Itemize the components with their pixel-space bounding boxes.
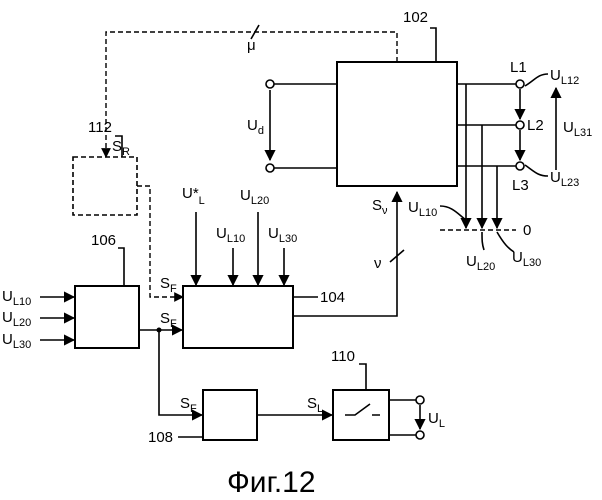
ul10-leader <box>440 206 466 220</box>
label-sr: SR <box>112 138 130 158</box>
terminal-l2 <box>516 121 524 129</box>
ul20-leader <box>482 232 484 250</box>
label-ud: Ud <box>247 117 264 137</box>
label-sf-solid: SF <box>160 310 177 330</box>
ul23-leader <box>525 165 548 176</box>
label-nu: ν <box>374 255 382 272</box>
label-102: 102 <box>403 9 428 26</box>
terminal-dc-top <box>266 80 274 88</box>
leader-110 <box>359 364 366 390</box>
label-ul30-right: UL30 <box>512 249 541 269</box>
label-zero: 0 <box>523 222 531 239</box>
terminal-l1 <box>516 80 524 88</box>
block-104 <box>183 286 293 348</box>
label-mu: μ <box>247 37 256 54</box>
label-ul23: UL23 <box>550 169 579 189</box>
figure-caption: Фиг.12 <box>227 466 316 499</box>
label-ul20-right: UL20 <box>466 253 495 273</box>
label-sl: SL <box>307 395 323 415</box>
leader-106 <box>118 248 124 286</box>
block-108 <box>203 390 257 440</box>
ul12-leader <box>525 74 548 86</box>
block-110 <box>333 390 389 440</box>
label-l3: L3 <box>512 177 529 194</box>
block-112 <box>73 157 137 215</box>
label-104: 104 <box>320 289 345 306</box>
terminal-ul-top <box>416 396 424 404</box>
label-ul-out: UL <box>428 410 445 430</box>
label-ul10-right: UL10 <box>408 199 437 219</box>
label-sf-dashed: SF <box>160 275 177 295</box>
terminal-dc-bottom <box>266 164 274 172</box>
label-ul12: UL12 <box>550 67 579 87</box>
terminal-l3 <box>516 162 524 170</box>
label-l1: L1 <box>510 59 527 76</box>
label-110: 110 <box>331 348 355 365</box>
label-108: 108 <box>148 429 173 446</box>
terminal-ul-bottom <box>416 431 424 439</box>
label-ul20-left: UL20 <box>2 309 31 329</box>
label-ul10-top: UL10 <box>216 225 245 245</box>
leader-102 <box>430 28 436 62</box>
label-ul10-left: UL10 <box>2 288 31 308</box>
label-sv: Sν <box>372 197 388 217</box>
label-ul20-top: UL20 <box>240 187 269 207</box>
label-106: 106 <box>91 232 116 249</box>
label-sf-108: SF <box>180 395 197 415</box>
block-106 <box>75 286 139 348</box>
label-ustar: U*L <box>182 185 205 207</box>
label-112: 112 <box>88 119 112 136</box>
label-ul31: UL31 <box>563 119 592 139</box>
label-ul30-left: UL30 <box>2 331 31 351</box>
label-ul30-top: UL30 <box>268 225 297 245</box>
block-102 <box>337 62 457 186</box>
label-l2: L2 <box>527 117 544 134</box>
